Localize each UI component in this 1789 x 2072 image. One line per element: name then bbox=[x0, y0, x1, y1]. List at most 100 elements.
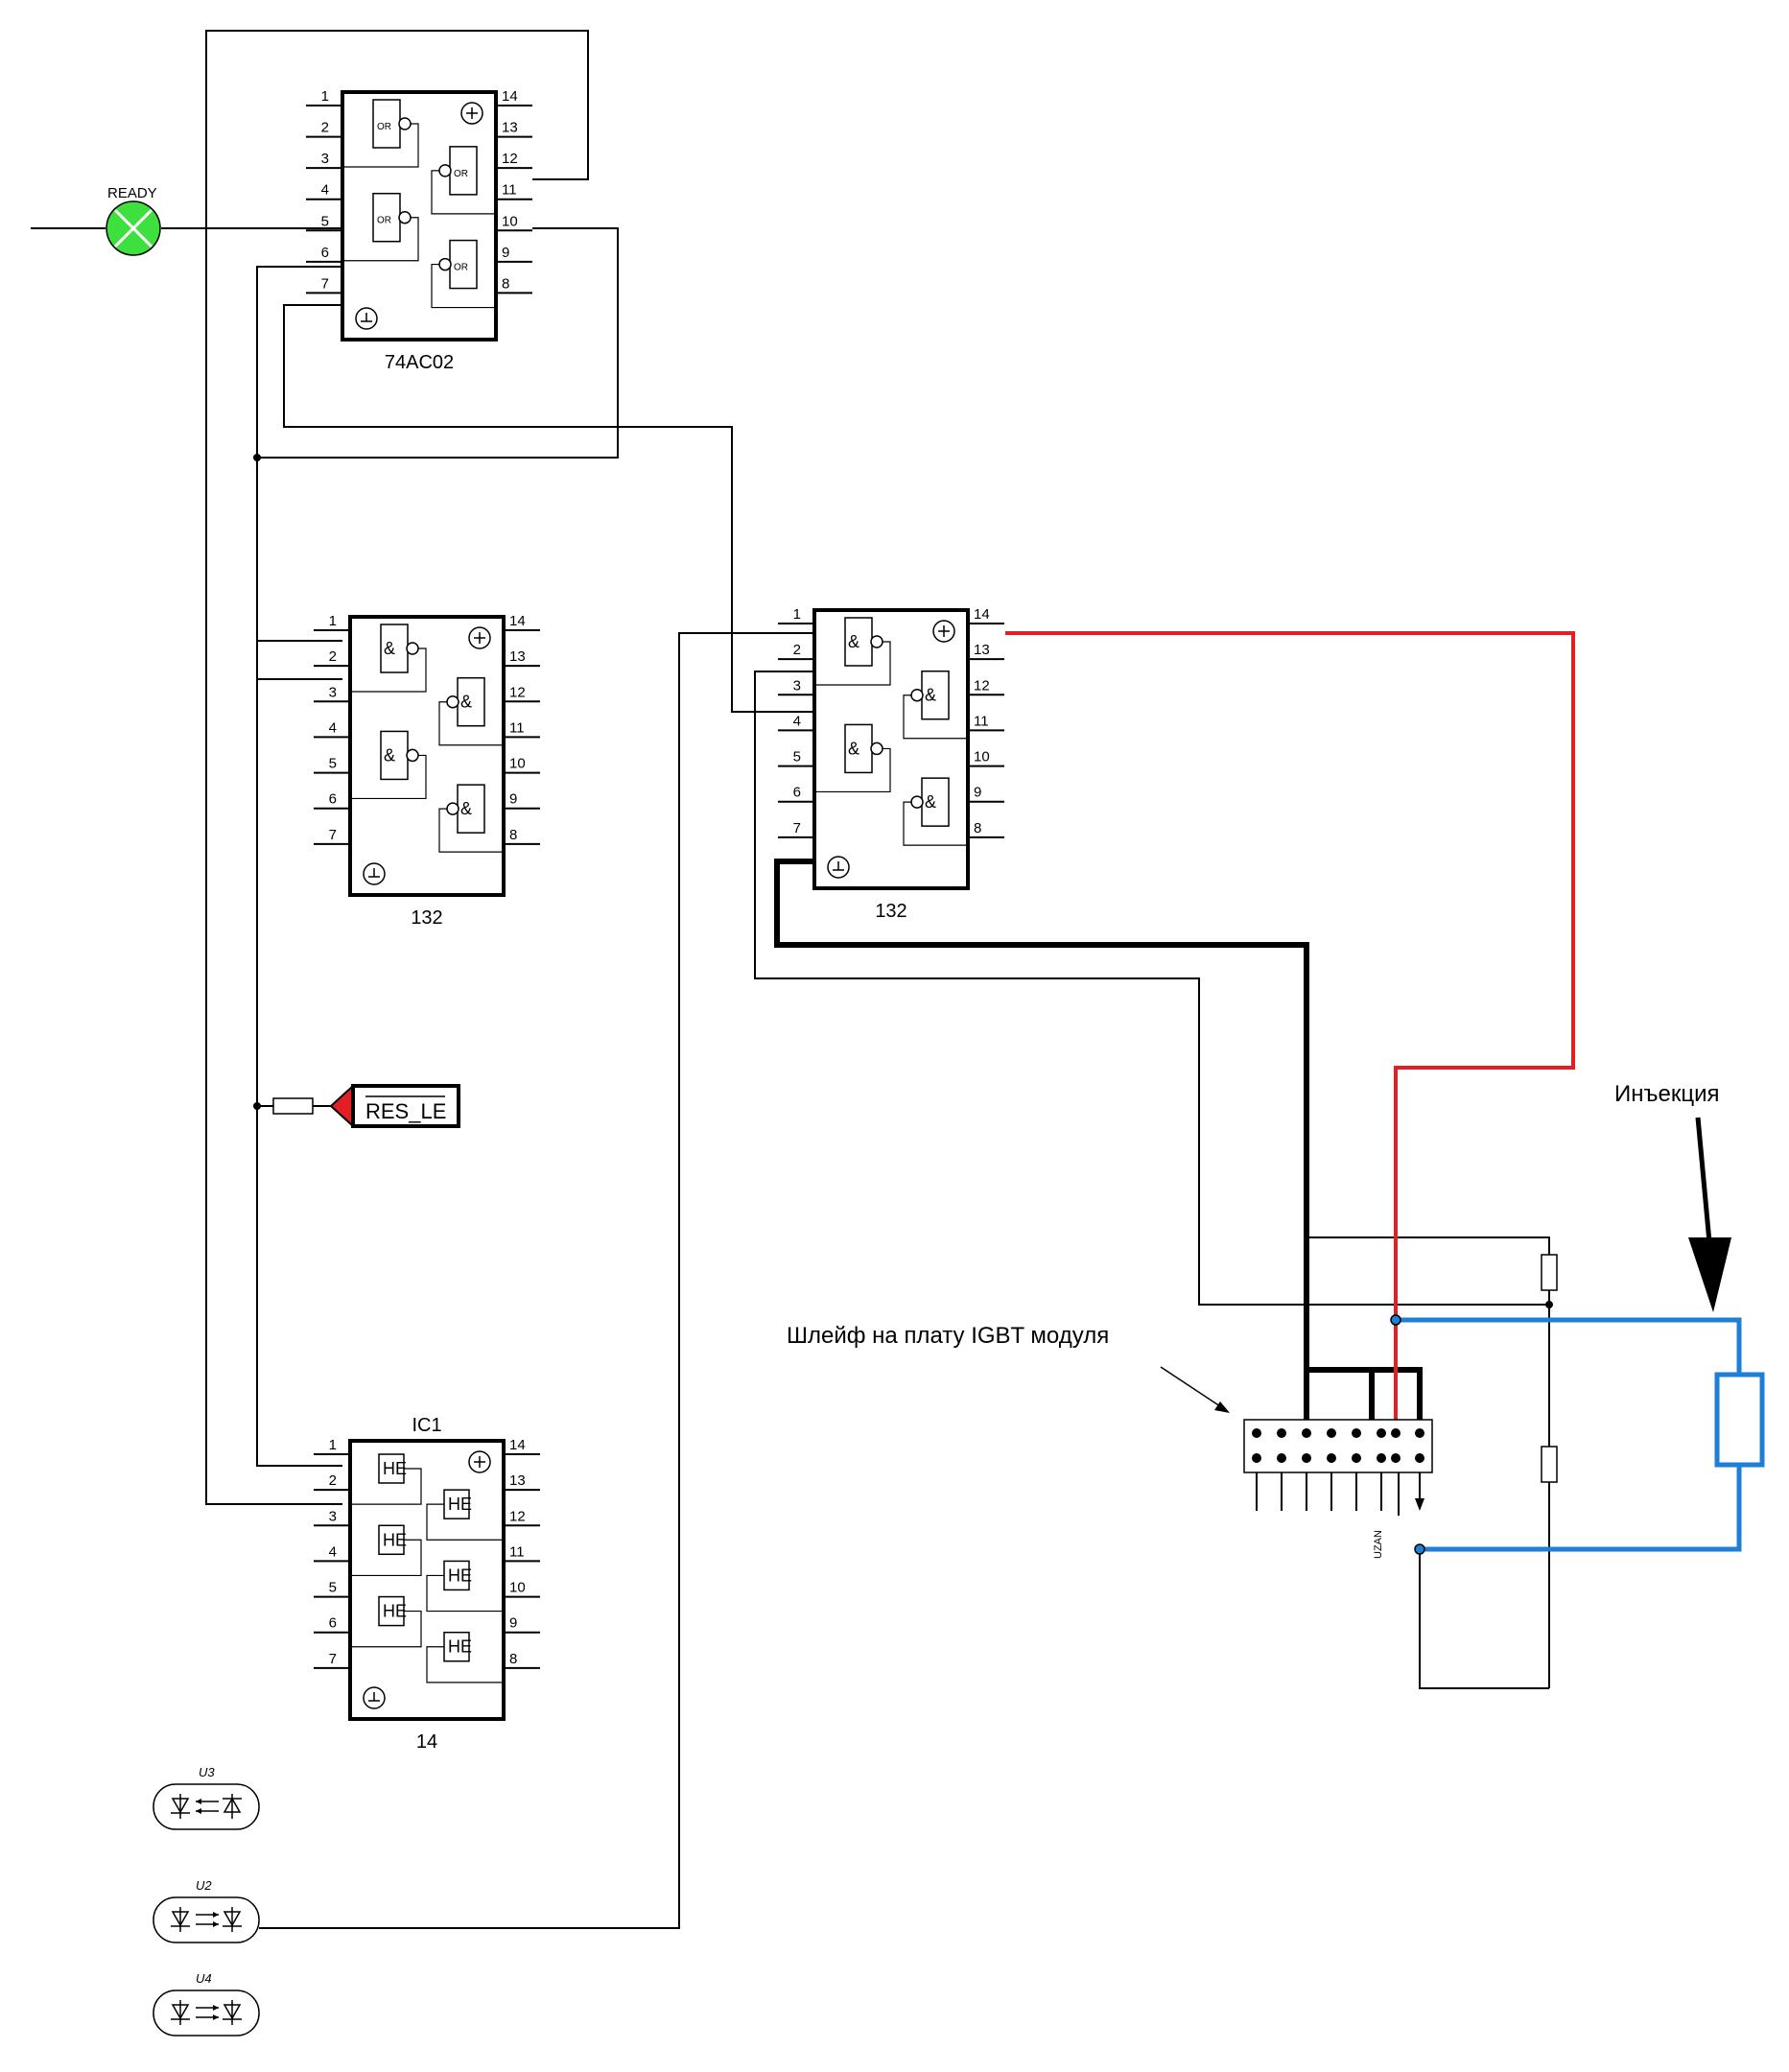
gate-label: HE bbox=[448, 1637, 472, 1657]
gate-label: HE bbox=[383, 1530, 407, 1549]
chip-title: 132 bbox=[411, 907, 442, 929]
inverter-bubble bbox=[398, 117, 412, 130]
pin-number: 8 bbox=[509, 827, 517, 843]
gate-label: & bbox=[460, 799, 472, 818]
logic-gate: HE bbox=[426, 1489, 504, 1541]
gate-label: HE bbox=[448, 1495, 472, 1514]
logic-gate: & bbox=[350, 624, 427, 693]
injection-arrow-icon bbox=[1688, 1117, 1731, 1312]
res-le-flag: RES_LE bbox=[272, 1083, 460, 1129]
inverter-bubble bbox=[446, 802, 459, 815]
pin-number: 11 bbox=[502, 182, 517, 199]
inverter-bubble bbox=[406, 642, 419, 655]
pin-number: 1 bbox=[329, 613, 337, 629]
pin-number: 9 bbox=[509, 1615, 517, 1632]
pin-number: 12 bbox=[509, 1508, 526, 1524]
chip-body bbox=[348, 615, 506, 897]
pin-number: 3 bbox=[329, 684, 337, 700]
inverter-bubble bbox=[870, 635, 883, 648]
gate-label: OR bbox=[454, 263, 468, 273]
ribbon-note: Шлейф на плату IGBT модуля bbox=[787, 1323, 1109, 1349]
gate-label: OR bbox=[377, 216, 391, 226]
logic-gate: HE bbox=[426, 1560, 504, 1613]
optocoupler-u4: U4 bbox=[153, 1971, 260, 2037]
injection-label: Инъекция bbox=[1614, 1081, 1720, 1107]
inverter-bubble bbox=[406, 748, 419, 763]
gate-label: & bbox=[848, 632, 859, 651]
ground-icon bbox=[355, 307, 378, 330]
pin-number: 4 bbox=[329, 719, 337, 736]
injection-loop bbox=[1390, 1314, 1765, 1555]
inverter-bubble bbox=[870, 742, 883, 756]
pin-number: 11 bbox=[974, 713, 989, 729]
resistor-r1 bbox=[1541, 1254, 1558, 1291]
gate-label: & bbox=[384, 745, 395, 765]
logic-gate: & bbox=[438, 784, 504, 853]
logic-gate: & bbox=[903, 777, 968, 846]
gate-label: & bbox=[925, 686, 936, 705]
power-icon bbox=[468, 626, 491, 649]
pin-number: 2 bbox=[321, 120, 329, 136]
gate-label: HE bbox=[383, 1459, 407, 1478]
logic-gate: OR bbox=[431, 239, 496, 309]
logic-gate: HE bbox=[426, 1631, 504, 1684]
power-icon bbox=[460, 102, 483, 125]
pin-number: 7 bbox=[329, 1651, 337, 1667]
inverter-bubble bbox=[446, 695, 459, 709]
inverter-bubble bbox=[910, 795, 924, 809]
pin-number: 6 bbox=[329, 1615, 337, 1632]
ribbon-note-arrow-icon bbox=[1160, 1366, 1230, 1413]
pin-number: 1 bbox=[793, 606, 801, 623]
pin-number: 13 bbox=[509, 1472, 526, 1489]
gate-label: OR bbox=[454, 169, 468, 179]
logic-gate: OR bbox=[342, 99, 419, 168]
gate-label: & bbox=[384, 639, 395, 658]
optocoupler-ref: U4 bbox=[196, 1971, 212, 1986]
logic-gate: OR bbox=[342, 192, 419, 262]
pin-number: 6 bbox=[793, 785, 801, 801]
gate-label: & bbox=[460, 693, 472, 712]
pin-number: 5 bbox=[329, 1580, 337, 1596]
pin-number: 3 bbox=[321, 151, 329, 167]
pin-number: 5 bbox=[793, 749, 801, 765]
optocoupler-ref: U2 bbox=[196, 1878, 212, 1893]
logic-gate: OR bbox=[431, 146, 496, 215]
pin-number: 7 bbox=[329, 827, 337, 843]
chip-title: 132 bbox=[875, 901, 906, 922]
pin-number: 5 bbox=[329, 756, 337, 772]
injection-resistor bbox=[1714, 1372, 1765, 1468]
logic-gate: & bbox=[814, 723, 891, 793]
pin-number: 12 bbox=[974, 677, 990, 694]
pin-number: 8 bbox=[502, 275, 509, 292]
pin-number: 13 bbox=[509, 648, 526, 665]
optocoupler-u3: U3 bbox=[153, 1765, 260, 1830]
ground-icon bbox=[363, 862, 386, 885]
gate-label: & bbox=[848, 739, 859, 758]
inverter-bubble bbox=[438, 164, 452, 177]
pin-number: 3 bbox=[329, 1508, 337, 1524]
chip-body bbox=[812, 608, 970, 890]
pin-number: 1 bbox=[329, 1437, 337, 1453]
pin-number: 3 bbox=[793, 677, 801, 694]
res-le-label: RES_LE bbox=[365, 1099, 446, 1123]
logic-gate: & bbox=[903, 670, 968, 740]
pin-number: 4 bbox=[329, 1543, 337, 1560]
power-wire bbox=[1005, 631, 1575, 1429]
pin-number: 13 bbox=[974, 642, 990, 658]
chip-body bbox=[341, 90, 498, 341]
logic-gate: HE bbox=[350, 1524, 422, 1577]
gate-label: OR bbox=[377, 122, 391, 132]
wiring bbox=[31, 30, 1553, 1929]
pin-number: 2 bbox=[329, 648, 337, 665]
chip-title: 74AC02 bbox=[385, 352, 454, 373]
inverter-bubble bbox=[398, 210, 412, 224]
pin-number: 2 bbox=[793, 642, 801, 658]
chip-title: 14 bbox=[416, 1731, 437, 1753]
resistor-r2 bbox=[1541, 1446, 1558, 1483]
pin-number: 8 bbox=[509, 1651, 517, 1667]
pin-number: 7 bbox=[793, 820, 801, 836]
pin-number: 10 bbox=[974, 749, 990, 765]
pin-number: 12 bbox=[502, 151, 518, 167]
power-icon bbox=[932, 620, 955, 643]
